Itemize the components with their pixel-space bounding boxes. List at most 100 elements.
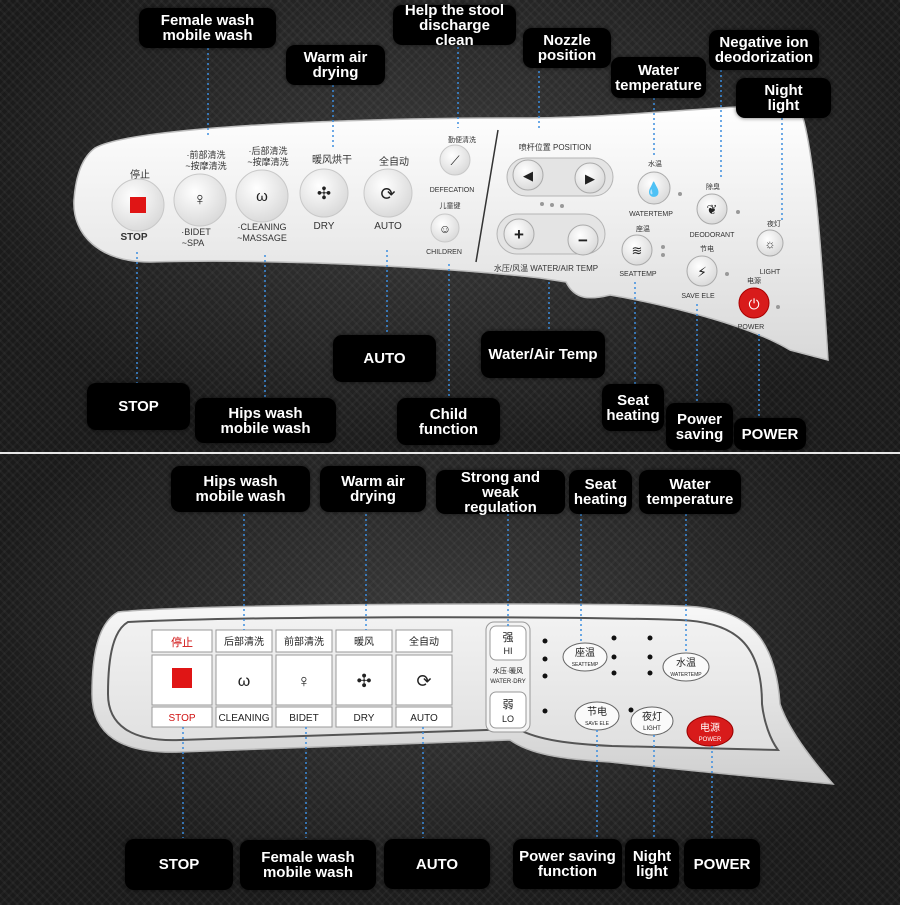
- top-stop-en: STOP: [120, 232, 147, 243]
- bottom-leader-lines: [182, 514, 713, 838]
- leaf-icon: ❦: [707, 202, 718, 217]
- bottom-watertemp-en: WATERTEMP: [670, 672, 702, 678]
- top-seattemp-button[interactable]: [621, 234, 653, 266]
- top-deodorant-button[interactable]: [696, 193, 728, 225]
- bottom-light-button[interactable]: [630, 706, 674, 736]
- bottom-power-button[interactable]: [686, 715, 734, 747]
- top-plus-button[interactable]: [503, 218, 535, 250]
- rear-wash-icon: ω: [238, 673, 251, 690]
- child-icon: ☺: [439, 222, 451, 236]
- top-bidet-button[interactable]: [173, 173, 227, 227]
- top-remote-drawing: 停止 STOP ♀ ·前部清洗 ~按摩清洗 ·BIDET ~SPA ω ·后部清…: [73, 42, 829, 418]
- top-light-en: LIGHT: [760, 269, 781, 276]
- rear-wash-icon: ω: [256, 188, 268, 205]
- top-power-en: POWER: [738, 324, 764, 331]
- top-defec-en: DEFECATION: [430, 187, 475, 194]
- bottom-stop-cn: 停止: [171, 635, 193, 649]
- bottom-seattemp-cn: 座温: [575, 646, 595, 659]
- bottom-auto-button[interactable]: [395, 654, 453, 706]
- top-callout-help-stool: Help the stool discharge clean: [393, 3, 516, 48]
- bottom-saveele-cn: 节电: [587, 705, 607, 718]
- top-clean-cn2: ~按摩清洗: [247, 156, 288, 167]
- top-save-ele-button[interactable]: [686, 255, 718, 287]
- top-cleaning-button[interactable]: [235, 169, 289, 223]
- bottom-auto-en: AUTO: [410, 713, 438, 724]
- top-seattemp-cn: 座温: [636, 224, 650, 233]
- bottom-indicator-dots: [542, 635, 653, 714]
- top-position-left-button[interactable]: [512, 159, 544, 191]
- top-children-button[interactable]: [430, 213, 460, 243]
- bottom-cleaning-en: CLEANING: [218, 713, 269, 724]
- bottom-water-dry: WATER·DRY: [490, 679, 526, 685]
- panel-separator: [0, 452, 900, 454]
- bottom-remote-drawing: 停止 STOP 后部清洗 ω CLEANING 前部清洗 ♀ BIDET 暖风 …: [91, 514, 835, 838]
- bottom-watertemp-cn: 水温: [676, 657, 696, 669]
- top-dry-en: DRY: [314, 221, 335, 232]
- top-dry-button[interactable]: [299, 168, 349, 218]
- top-auto-button[interactable]: [363, 168, 413, 218]
- top-saveele-cn: 节电: [700, 244, 714, 253]
- top-divider: [475, 129, 499, 263]
- plus-icon: +: [514, 225, 524, 244]
- top-bidet-en2: ~SPA: [182, 238, 205, 248]
- top-minus-button[interactable]: [567, 224, 599, 256]
- top-position-right-button[interactable]: [574, 162, 606, 194]
- bottom-cleaning-button[interactable]: [215, 654, 273, 706]
- minus-icon: −: [578, 231, 588, 250]
- top-power-button[interactable]: [738, 287, 770, 319]
- bottom-lo: LO: [502, 714, 514, 724]
- bottom-watertemp-button[interactable]: [662, 652, 710, 682]
- top-power-cn: 电源: [747, 276, 761, 285]
- top-callout-power: POWER: [734, 418, 806, 450]
- bottom-callout-night-light: Night light: [625, 839, 679, 889]
- top-callout-neg-ion: Negative ion deodorization: [709, 30, 819, 70]
- top-water-air-label: 水压/风温 WATER/AIR TEMP: [494, 263, 598, 273]
- top-clean-en2: ~MASSAGE: [237, 233, 287, 243]
- top-leader-lines: [136, 42, 783, 418]
- bottom-remote-photo: 停止 STOP 后部清洗 ω CLEANING 前部清洗 ♀ BIDET 暖风 …: [0, 454, 900, 905]
- bottom-light-cn: 夜灯: [642, 710, 662, 723]
- water-drop-icon: 💧: [645, 181, 662, 198]
- top-watertemp-cn: 水温: [648, 159, 662, 168]
- bottom-stop-en-box: [151, 706, 213, 728]
- top-watertemp-button[interactable]: [637, 171, 671, 205]
- top-light-button[interactable]: [756, 229, 784, 257]
- bottom-lo-button[interactable]: [489, 691, 527, 729]
- seat-heat-icon: ≋: [632, 243, 643, 258]
- bottom-front-cn: 前部清洗: [284, 635, 324, 648]
- bottom-bidet-button[interactable]: [275, 654, 333, 706]
- top-callout-stop: STOP: [87, 383, 190, 430]
- top-defecation-button[interactable]: [439, 144, 471, 176]
- top-child-en: CHILDREN: [426, 249, 462, 256]
- bottom-bidet-en: BIDET: [289, 713, 318, 724]
- bottom-callout-strong-weak: Strong and weak regulation: [436, 470, 565, 515]
- stop-square-icon: [172, 668, 192, 688]
- top-callout-seat: Seat heating: [602, 384, 664, 431]
- woman-icon: ♀: [297, 671, 311, 691]
- top-watertemp-en: WATERTEMP: [629, 211, 673, 218]
- top-callout-water-air: Water/Air Temp: [481, 331, 605, 378]
- bottom-warm-cn: 暖风: [354, 635, 374, 648]
- top-position-label: 喷杆位置 POSITION: [519, 142, 592, 152]
- light-bulb-icon: ☼: [765, 237, 776, 251]
- top-stop-cn: 停止: [130, 168, 150, 181]
- top-clean-en1: ·CLEANING: [237, 222, 286, 232]
- bottom-dry-button[interactable]: [335, 654, 393, 706]
- top-seattemp-en: SEATTEMP: [619, 271, 657, 278]
- bottom-hi: HI: [504, 646, 513, 656]
- top-saveele-en: SAVE ELE: [681, 293, 715, 300]
- top-light-cn: 夜灯: [767, 219, 781, 228]
- bottom-callout-power: POWER: [684, 839, 760, 889]
- bottom-callout-female: Female wash mobile wash: [240, 840, 376, 890]
- stop-square-icon: [130, 197, 146, 213]
- bottom-seattemp-button[interactable]: [562, 642, 608, 672]
- bottom-saveele-en: SAVE ELE: [585, 721, 609, 727]
- bottom-callout-power-saving: Power saving function: [513, 839, 622, 889]
- top-callout-female-wash: Female wash mobile wash: [139, 8, 276, 48]
- top-bidet-cn2: ~按摩清洗: [185, 160, 226, 171]
- top-deodor-en: DEODORANT: [690, 232, 735, 239]
- bottom-seattemp-en: SEATTEMP: [572, 662, 599, 668]
- cycle-icon: ⟳: [380, 184, 395, 204]
- top-bidet-en1: ·BIDET: [181, 227, 211, 237]
- power-icon: ⏻: [748, 296, 759, 312]
